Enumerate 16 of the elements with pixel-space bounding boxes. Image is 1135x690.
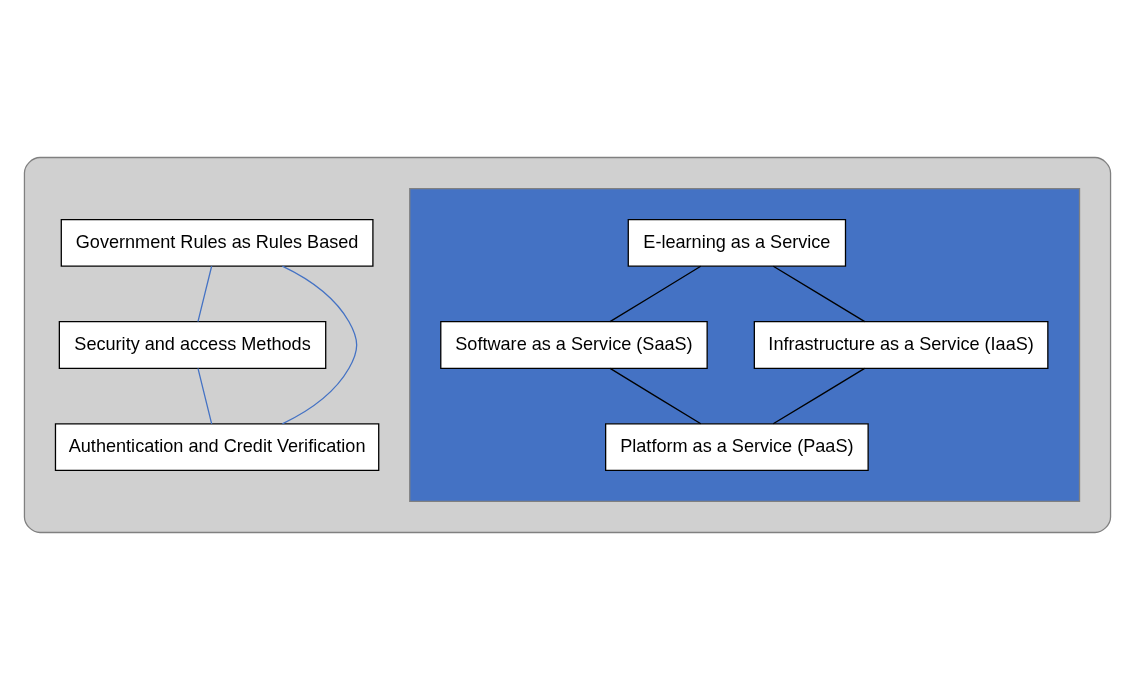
node-box: Platform as a Service (PaaS) — [605, 423, 869, 472]
cluster — [409, 187, 1081, 503]
connector — [609, 367, 702, 425]
connector — [281, 265, 358, 425]
connector — [197, 367, 213, 425]
node-box: Government Rules as Rules Based — [60, 218, 374, 267]
cluster — [23, 156, 1112, 534]
connector — [772, 367, 866, 425]
node-box: Software as a Service (SaaS) — [440, 321, 708, 369]
connector — [197, 265, 213, 323]
node-box: Authentication and Credit Verification — [54, 423, 380, 472]
connector — [772, 265, 866, 323]
node-box: Infrastructure as a Service (IaaS) — [753, 321, 1049, 369]
node-box: Security and access Methods — [58, 321, 327, 369]
node-box: E-learning as a Service — [627, 218, 847, 267]
connector — [609, 265, 702, 323]
